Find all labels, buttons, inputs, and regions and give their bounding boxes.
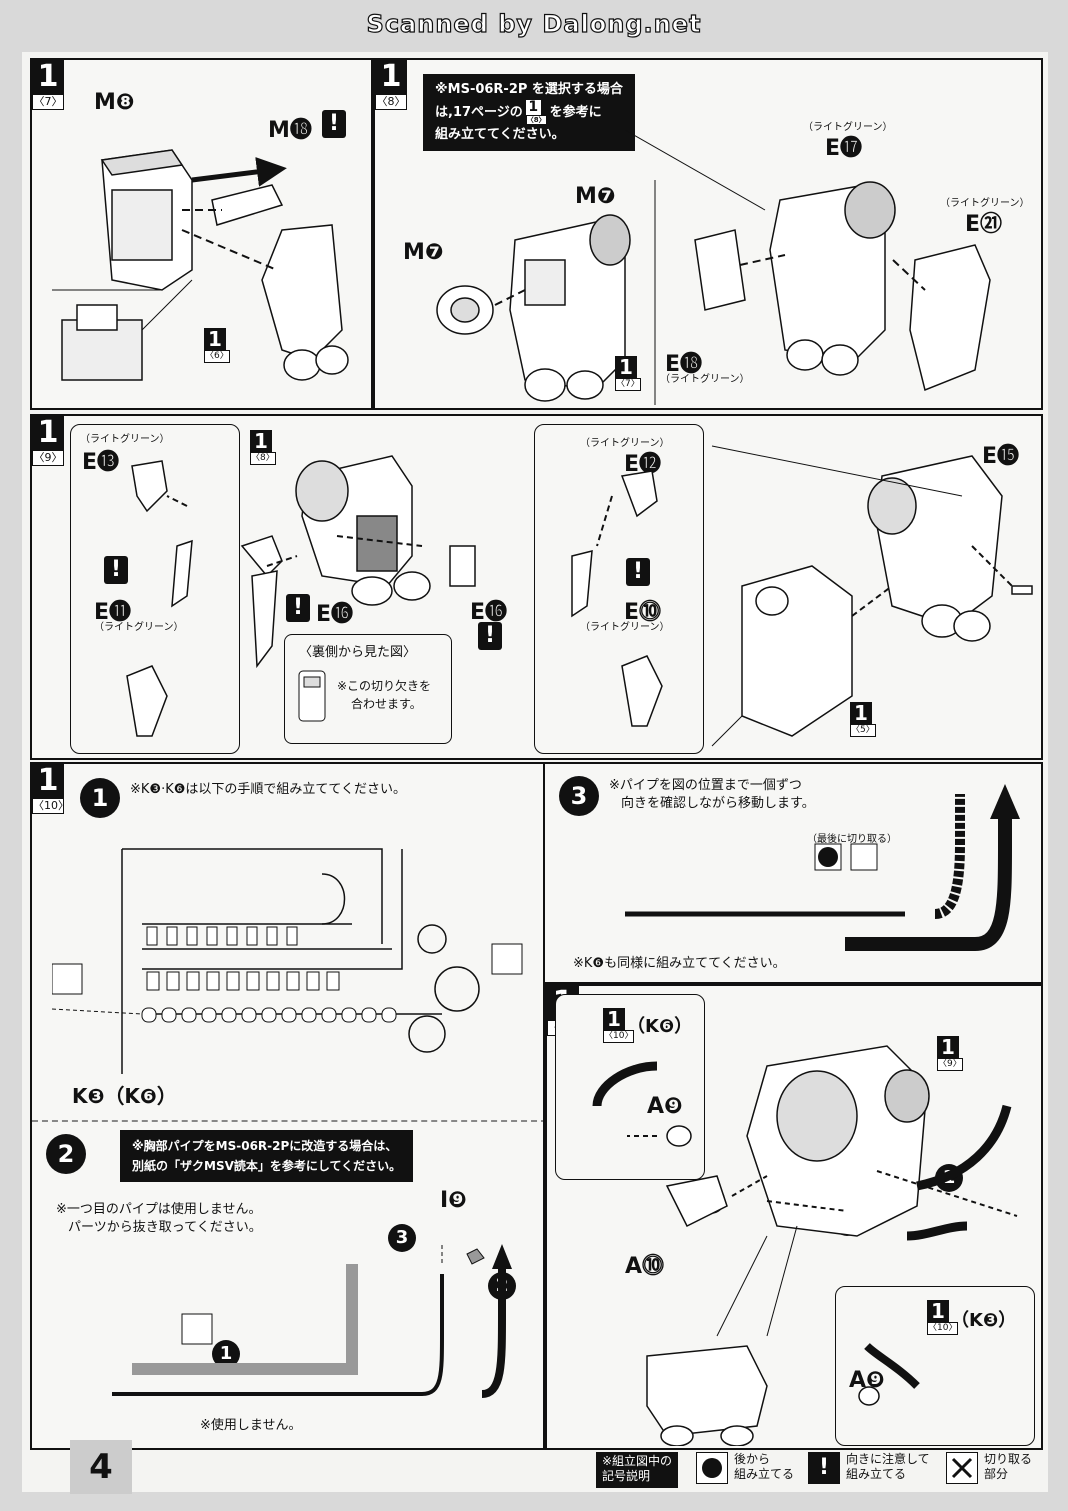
color-note-e21: （ライトグリーン）: [940, 198, 1030, 209]
ref-step-5: 1〈5〉: [850, 701, 876, 737]
caution-icon: !: [478, 622, 502, 650]
pipe-move-illustration: [625, 784, 1020, 951]
color-note-e12: （ライトグリーン）: [580, 438, 670, 449]
symbol-legend: ※組立図中の記号説明 後から組み立てる ! 向きに注意して組み立てる 切り取る部…: [596, 1448, 1046, 1492]
right-detail-box: [534, 424, 704, 754]
ref-step-6: 1〈6〉: [204, 327, 230, 363]
step-7-panel: 1〈7〉 M❽ M⓲ ! 1〈6〉: [30, 58, 373, 410]
substep-1-marker: 1: [80, 778, 120, 818]
assemble-later-icon: [696, 1452, 728, 1484]
step-9-illustration: [126, 445, 1033, 747]
runner-illustration: [52, 848, 523, 1074]
substep-divider: [32, 1120, 543, 1122]
caution-icon: !: [626, 558, 650, 586]
back-view-box: 〈裏側から見た図〉 ※この切り欠きを 合わせます。: [284, 634, 452, 744]
substep-3-note: ※パイプを図の位置まで一個ずつ: [609, 778, 802, 793]
page-number: 4: [70, 1440, 132, 1494]
part-label-e18: E⓲: [665, 352, 703, 377]
part-label-e10: E⓾: [624, 600, 662, 625]
step-11-panel: 1〈11〉 1〈10〉 （K❻） A❾ A⓾ 1〈9〉 3 2 1 1〈10〉 …: [545, 984, 1043, 1450]
ref-step-7: 1〈7〉: [615, 355, 641, 391]
part-label-i9: I❾: [440, 1188, 467, 1213]
cut-last-note: （最後に切り取る）: [807, 834, 897, 845]
note-ref: 1〈8〉: [525, 99, 547, 125]
back-view-title: 〈裏側から見た図〉: [299, 645, 417, 660]
substep-1-note: ※K❸·K❻は以下の手順で組み立ててください。: [130, 782, 406, 797]
part-label-e16-left: E⓰: [316, 602, 354, 627]
color-note-e18: （ライトグリーン）: [660, 374, 750, 385]
color-note-e11: （ライトグリーン）: [94, 622, 184, 633]
part-label-m7-left: M❼: [403, 240, 444, 265]
legend-title: ※組立図中の記号説明: [596, 1452, 679, 1488]
part-label-e16-right: E⓰: [470, 600, 508, 625]
unused-first-pipe-note: パーツから抜き取ってください。: [68, 1220, 262, 1235]
color-note-e10: （ライトグリーン）: [580, 622, 670, 633]
scan-credit: Scanned by Dalong.net: [366, 9, 702, 38]
ref-step-10-k3: 1〈10〉: [927, 1299, 959, 1335]
unused-first-pipe-note: ※一つ目のパイプは使用しません。: [56, 1202, 262, 1217]
caution-direction-icon: !: [808, 1452, 840, 1484]
part-label-m7-top: M❼: [575, 184, 616, 209]
pipe-cut-illustration: [112, 1244, 512, 1398]
part-label-e13: E⓭: [82, 450, 120, 475]
part-label-a10: A⓾: [625, 1254, 665, 1279]
step-number: 1〈9〉: [32, 415, 64, 466]
part-label-m18: M⓲: [268, 118, 312, 143]
part-label-k3: （K❸）: [951, 1310, 1017, 1331]
part-label-e17: E⓱: [825, 136, 863, 161]
ref-step-8: 1〈8〉: [250, 429, 276, 465]
part-label-a9-top: A❾: [647, 1094, 683, 1119]
caution-icon: !: [322, 110, 346, 138]
step-10-sub3-panel: 3 ※パイプを図の位置まで一個ずつ 向きを確認しながら移動します。 （最後に切り…: [545, 762, 1043, 984]
k6-detail-box: [555, 994, 705, 1180]
step-9-panel: 1〈9〉 （ライトグリーン） E⓭ ! E⓫ （ライトグリーン） 1〈8〉 ! …: [30, 414, 1043, 760]
unused-label: ※使用しません。: [200, 1418, 302, 1433]
step-number: 1〈7〉: [32, 59, 64, 110]
substep-3-note: 向きを確認しながら移動します。: [621, 796, 815, 811]
ref-step-10-k6: 1〈10〉: [603, 1007, 635, 1043]
caution-icon: !: [104, 556, 128, 584]
step-7-illustration: [52, 149, 349, 381]
cut-part-icon: [946, 1452, 978, 1484]
substep-3-marker: 3: [559, 776, 599, 816]
part-label-e11: E⓫: [94, 600, 132, 625]
part-label-e15: E⓯: [982, 444, 1020, 469]
step-11-illustration: [592, 1045, 1018, 1446]
part-label-k6: （K❻）: [627, 1016, 693, 1037]
caution-icon: !: [286, 594, 310, 622]
step-10-panel: 1〈10〉 1 ※K❸·K❻は以下の手順で組み立ててください。 K❸（K❻） 2…: [30, 762, 545, 1450]
color-note-e17: （ライトグリーン）: [803, 122, 893, 133]
part-label-e21: E㉑: [965, 212, 1003, 237]
back-view-note: 合わせます。: [351, 697, 422, 711]
part-label-k3-k6: K❸（K❻）: [72, 1084, 177, 1108]
back-view-note: ※この切り欠きを: [337, 679, 432, 693]
step-8-illustration: [436, 130, 991, 405]
step-number: 1〈8〉: [375, 59, 407, 110]
back-view-part: [298, 670, 326, 722]
color-note-e13: （ライトグリーン）: [80, 434, 170, 445]
k6-same-note: ※K❻も同様に組み立ててください。: [573, 956, 786, 971]
part-label-m8: M❽: [94, 90, 135, 115]
ref-step-9: 1〈9〉: [937, 1035, 963, 1071]
substep-2-marker: 2: [46, 1134, 86, 1174]
step-number: 1〈10〉: [32, 763, 69, 814]
step-3-marker: 3: [388, 1224, 416, 1252]
ms06r2p-pipe-note: ※胸部パイプをMS-06R-2Pに改造する場合は、 別紙の「ザクMSV読本」を参…: [120, 1130, 414, 1182]
